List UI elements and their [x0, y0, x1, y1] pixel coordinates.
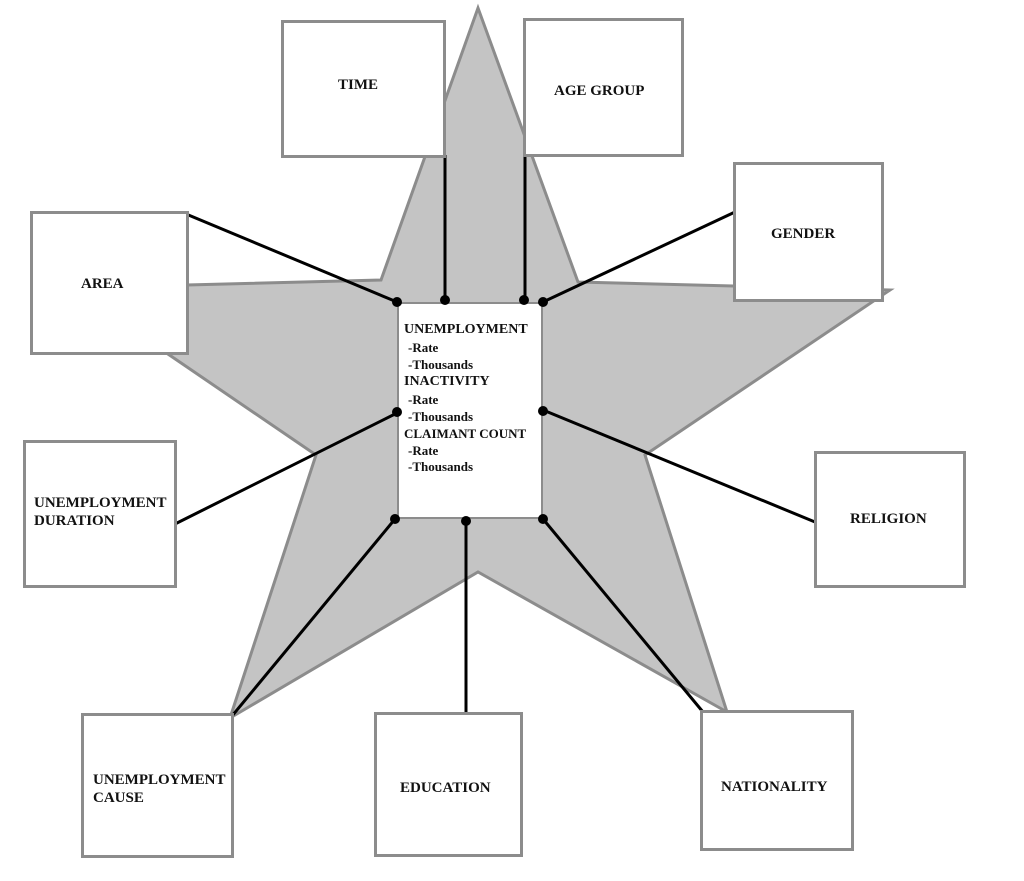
dimension-box-gender: GENDER	[733, 162, 884, 302]
fact-measure-thousands: -Thousands	[408, 409, 474, 424]
dimension-label-gender: GENDER	[771, 226, 836, 242]
connector-dot	[390, 514, 400, 524]
fact-measure-claimant-count: CLAIMANT COUNT	[404, 426, 527, 441]
connector-dot	[392, 297, 402, 307]
dimension-label-area: AREA	[81, 276, 124, 292]
connector-gender	[542, 210, 736, 304]
connector-dot	[392, 407, 402, 417]
dimension-label-nationality: NATIONALITY	[721, 779, 828, 795]
connector-lines	[174, 155, 816, 717]
fact-measure-rate: -Rate	[408, 443, 439, 458]
dimension-box-nationality: NATIONALITY	[700, 710, 854, 851]
connector-religion	[542, 408, 816, 524]
connector-dot	[538, 514, 548, 524]
connector-dot	[538, 406, 548, 416]
dimension-box-time: TIME	[281, 20, 446, 158]
dimension-box-unemployment-cause: UNEMPLOYMENT CAUSE	[81, 713, 234, 858]
fact-table-box: UNEMPLOYMENT -Rate -Thousands INACTIVITY…	[397, 302, 543, 519]
dimension-label-unemployment-cause-line2: CAUSE	[93, 790, 144, 806]
dimension-box-age-group: AGE GROUP	[523, 18, 684, 157]
dimension-label-education: EDUCATION	[400, 780, 491, 796]
fact-measure-rate: -Rate	[408, 340, 439, 355]
fact-measure-unemployment: UNEMPLOYMENT	[404, 322, 528, 337]
connector-dot	[519, 295, 529, 305]
connector-dot	[538, 297, 548, 307]
connector-unemployment-cause	[230, 518, 397, 717]
fact-measure-thousands: -Thousands	[408, 459, 474, 474]
connector-area	[185, 212, 398, 304]
dimension-label-unemployment-duration-line1: UNEMPLOYMENT	[34, 495, 167, 511]
dimension-label-age-group: AGE GROUP	[554, 83, 645, 99]
dimension-label-unemployment-cause-line1: UNEMPLOYMENT	[93, 772, 226, 788]
fact-measure-inactivity: INACTIVITY	[404, 374, 490, 389]
fact-measure-thousands: -Thousands	[408, 357, 474, 372]
dimension-box-area: AREA	[30, 211, 189, 355]
connector-unemployment-duration	[174, 411, 398, 526]
connector-dot	[440, 295, 450, 305]
dimension-box-religion: RELIGION	[814, 451, 966, 588]
connector-nationality	[541, 518, 705, 713]
fact-measure-rate: -Rate	[408, 392, 439, 407]
dimension-label-religion: RELIGION	[850, 511, 927, 527]
connector-dot	[461, 516, 471, 526]
dimension-box-unemployment-duration: UNEMPLOYMENT DURATION	[23, 440, 177, 588]
dimension-label-time: TIME	[338, 77, 379, 93]
dimension-box-education: EDUCATION	[374, 712, 523, 857]
dimension-label-unemployment-duration-line2: DURATION	[34, 513, 115, 529]
